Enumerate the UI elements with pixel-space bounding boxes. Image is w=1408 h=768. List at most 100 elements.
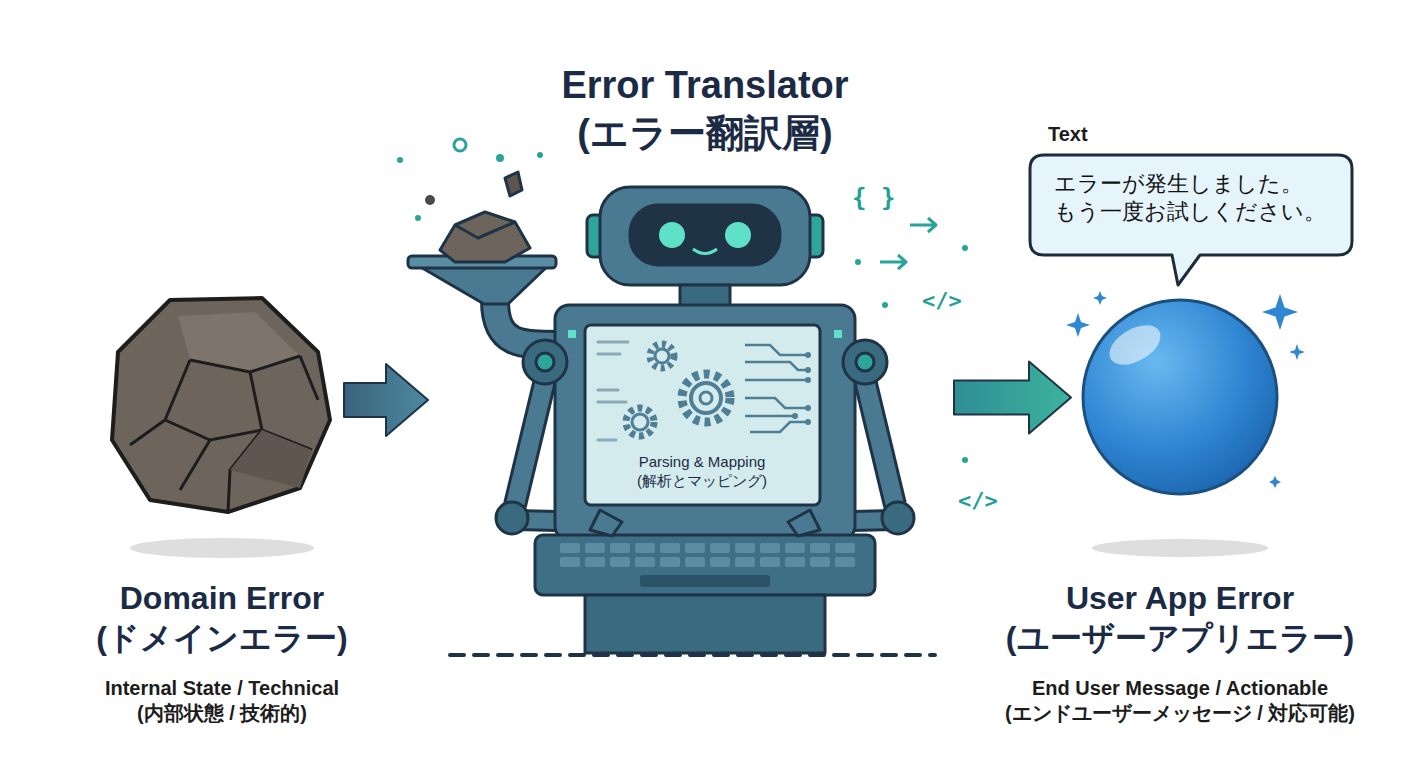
drawn-circle bbox=[626, 408, 654, 436]
drawn-circle bbox=[536, 353, 554, 371]
drawn-circle bbox=[805, 419, 811, 425]
node-heading: User App Error (ユーザーアプリエラー) bbox=[990, 578, 1370, 658]
screen bbox=[585, 325, 820, 505]
drawn-rect bbox=[630, 205, 780, 265]
code-symbol: </> bbox=[958, 488, 998, 513]
drawn-circle bbox=[700, 392, 712, 404]
drawn-circle bbox=[632, 414, 648, 430]
drawn-circle bbox=[843, 340, 887, 384]
drawn-line bbox=[598, 353, 620, 356]
drawn-path bbox=[1262, 294, 1298, 330]
sphere bbox=[1066, 291, 1305, 557]
drawn-path bbox=[788, 510, 820, 536]
key bbox=[660, 543, 680, 553]
key bbox=[760, 557, 780, 567]
drawn-rect bbox=[555, 305, 855, 540]
robot bbox=[397, 139, 968, 653]
drawn-circle bbox=[397, 157, 403, 163]
drawn-circle bbox=[537, 152, 543, 158]
drawn-circle bbox=[805, 405, 811, 411]
drawn-polyline bbox=[180, 440, 210, 490]
drawn-path bbox=[515, 380, 545, 505]
drawn-path bbox=[693, 249, 717, 254]
drawn-circle bbox=[962, 245, 968, 251]
key bbox=[810, 543, 830, 553]
key bbox=[585, 557, 605, 567]
rock bbox=[112, 298, 330, 558]
drawn-path bbox=[750, 422, 808, 432]
drawn-polygon bbox=[230, 430, 312, 488]
drawn-rect bbox=[568, 330, 576, 338]
drawn-polyline bbox=[300, 356, 318, 400]
node-heading: Error Translator (エラー翻訳層) bbox=[535, 62, 875, 157]
drawn-circle bbox=[496, 154, 504, 162]
drawn-rect bbox=[834, 330, 842, 338]
drawn-rect bbox=[640, 575, 770, 587]
key bbox=[835, 557, 855, 567]
drawn-path bbox=[495, 300, 560, 345]
drawn-circle bbox=[855, 259, 861, 265]
drawn-path bbox=[1289, 344, 1305, 360]
drawn-circle bbox=[792, 413, 798, 419]
drawn-path bbox=[745, 398, 808, 408]
drawn-path bbox=[745, 345, 808, 355]
drawn-polygon bbox=[440, 212, 530, 262]
drawn-circle bbox=[805, 377, 811, 383]
key bbox=[710, 543, 730, 553]
drawn-circle bbox=[454, 139, 466, 151]
key bbox=[785, 543, 805, 553]
drawn-polyline bbox=[130, 360, 190, 445]
drawn-circle bbox=[655, 349, 669, 363]
key bbox=[560, 543, 580, 553]
drawn-circle bbox=[682, 374, 730, 422]
drawn-line bbox=[598, 401, 626, 404]
code-symbol: </> bbox=[922, 288, 962, 313]
key bbox=[760, 543, 780, 553]
drawn-path bbox=[1093, 291, 1107, 305]
drawn-circle bbox=[415, 215, 421, 221]
flow-arrow bbox=[344, 364, 428, 436]
key bbox=[610, 557, 630, 567]
drawn-circle bbox=[691, 383, 721, 413]
key bbox=[685, 557, 705, 567]
key bbox=[835, 543, 855, 553]
key bbox=[660, 557, 680, 567]
key bbox=[635, 543, 655, 553]
drawn-path bbox=[1030, 155, 1352, 285]
rock-shape bbox=[115, 290, 330, 510]
drawn-path bbox=[745, 379, 808, 382]
drawn-polygon bbox=[505, 172, 522, 196]
screen-text: Parsing & Mapping (解析とマッピング) bbox=[612, 453, 792, 491]
drawn-rect bbox=[600, 187, 810, 285]
drawn-g bbox=[1066, 291, 1305, 488]
drawn-polygon bbox=[112, 298, 330, 512]
drawn-path bbox=[745, 415, 795, 418]
flow-arrow bbox=[954, 362, 1071, 434]
drawn-circle bbox=[659, 222, 685, 248]
code-symbol: { } bbox=[852, 184, 895, 212]
drawn-g bbox=[792, 352, 811, 425]
drawn-circle bbox=[962, 457, 968, 463]
drawn-ellipse bbox=[130, 538, 314, 558]
key bbox=[560, 557, 580, 567]
drawn-g bbox=[626, 344, 730, 436]
key bbox=[785, 557, 805, 567]
drawn-g bbox=[745, 345, 808, 432]
node-description: Internal State / Technical (内部状態 / 技術的) bbox=[62, 676, 382, 726]
drawn-path bbox=[495, 300, 560, 345]
bubble-heading: Text bbox=[1048, 122, 1168, 147]
node-description: End User Message / Actionable (エンドユーザーメッ… bbox=[960, 676, 1400, 726]
drawn-circle bbox=[1083, 300, 1277, 494]
key bbox=[685, 543, 705, 553]
bubble-message: エラーが発生しました。 もう一度お試しください。 bbox=[1054, 170, 1344, 225]
drawn-path bbox=[1066, 313, 1090, 337]
key bbox=[610, 543, 630, 553]
key bbox=[635, 557, 655, 567]
drawn-polyline bbox=[190, 356, 300, 372]
drawn-circle bbox=[425, 195, 435, 205]
drawn-line bbox=[598, 389, 618, 392]
drawn-g bbox=[560, 543, 855, 567]
drawn-path bbox=[865, 380, 895, 505]
drawn-circle bbox=[725, 222, 751, 248]
